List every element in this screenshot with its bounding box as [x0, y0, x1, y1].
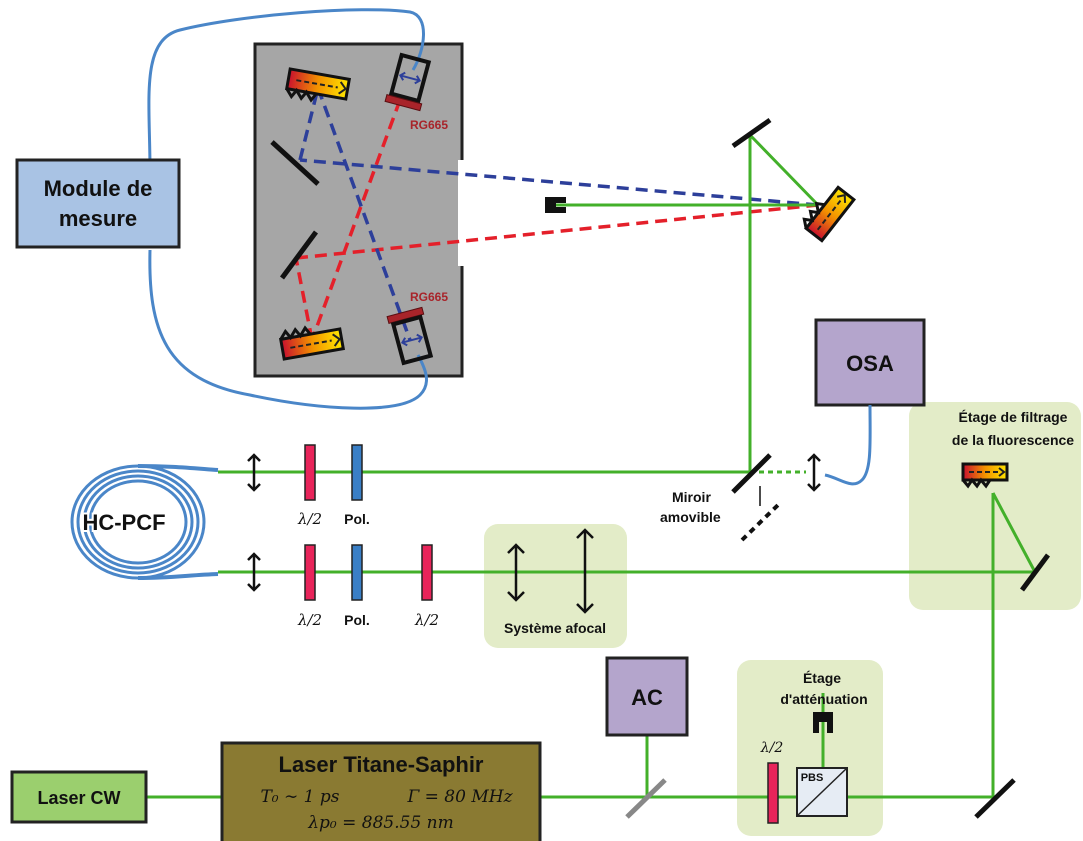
- removable-mirror-alt: [740, 503, 780, 542]
- module-mesure-box: [15, 158, 181, 249]
- laser-ts-title: Laser Titane-Saphir: [279, 752, 484, 777]
- detector-top: [384, 52, 432, 112]
- chamber-grating-bottom: [278, 325, 346, 361]
- green-beams-upper: [553, 133, 820, 472]
- waveplate-bottom-1: [304, 544, 316, 601]
- detector-bottom: [386, 306, 434, 366]
- laser-ts-t0: T₀ ∼ 1 ps: [260, 787, 339, 807]
- attenuation-label-2: d'atténuation: [780, 691, 867, 707]
- polarizer-bottom: [351, 544, 363, 601]
- afocal-panel: [484, 524, 627, 648]
- beam-block-upper: [545, 197, 566, 213]
- pbs-cube: [796, 767, 848, 817]
- chamber-mirror-top: [270, 140, 320, 186]
- osa-fiber: [824, 404, 872, 486]
- pbs-label: PBS: [801, 772, 824, 784]
- fiber-loop-bottom: [148, 249, 428, 410]
- laser-ts-lambda: λp₀ = 885.55 nm: [307, 813, 453, 833]
- red-dashed-beam: [294, 99, 819, 341]
- miroir-label: Miroir: [672, 489, 711, 505]
- mirror-top-right: [731, 117, 772, 149]
- filtrage-panel: [909, 402, 1081, 610]
- laser-ts-box: [220, 741, 542, 841]
- osa-label: OSA: [846, 351, 894, 376]
- grating-upper-right: [802, 185, 856, 243]
- osa-box: [814, 318, 926, 407]
- rg665-label-top: RG665: [410, 118, 448, 132]
- waveplate-attenuation: [767, 762, 779, 824]
- hcpcf-fiber-coil: [70, 464, 219, 580]
- laser-cw-label: Laser CW: [37, 788, 120, 808]
- pol-label-2: Pol.: [344, 612, 370, 628]
- chamber-grating-top: [284, 67, 352, 103]
- hcpcf-label: HC-PCF: [82, 510, 165, 535]
- waveplate-bottom-2: [421, 544, 433, 601]
- lambda-half-label-1: λ/2: [297, 510, 322, 528]
- blue-dashed-beam: [298, 87, 819, 341]
- rg665-label-bottom: RG665: [410, 290, 448, 304]
- laser-ts-gamma: Γ = 80 MHz: [406, 787, 513, 807]
- mirror-filtrage: [1019, 553, 1051, 592]
- filtrage-label-2: de la fluorescence: [952, 432, 1074, 448]
- filtrage-label: Étage de filtrage: [959, 409, 1068, 425]
- laser-cw-box: [10, 770, 148, 824]
- ac-label: AC: [631, 685, 663, 710]
- lambda-half-label-4: λ/2: [760, 740, 784, 756]
- beam-block-lower: [813, 712, 833, 733]
- module-mesure-label: Module de: [44, 176, 153, 201]
- beam-splitter: [625, 778, 667, 819]
- waveplate-top: [304, 444, 316, 501]
- lens-fiber-top: [247, 453, 261, 492]
- lambda-half-label-2: λ/2: [297, 611, 322, 629]
- fiber-loop-top: [147, 8, 425, 171]
- lens-osa: [807, 453, 821, 492]
- attenuation-label: Étage: [803, 670, 841, 686]
- afocal-label: Système afocal: [504, 620, 606, 636]
- pol-label-1: Pol.: [344, 511, 370, 527]
- lens-fiber-bottom: [247, 552, 261, 592]
- lens-afocal-2: [576, 528, 594, 614]
- removable-mirror: [731, 453, 772, 494]
- grating-filtrage: [961, 462, 1009, 489]
- miroir-label-2: amovible: [660, 509, 721, 525]
- polarizer-top: [351, 444, 363, 501]
- lens-afocal-1: [507, 543, 525, 602]
- module-mesure-label-2: mesure: [59, 206, 137, 231]
- ac-box: [605, 656, 689, 737]
- chamber-mirror-bottom: [279, 230, 319, 280]
- mirror-bottom-right: [974, 778, 1016, 819]
- lambda-half-label-3: λ/2: [414, 611, 439, 629]
